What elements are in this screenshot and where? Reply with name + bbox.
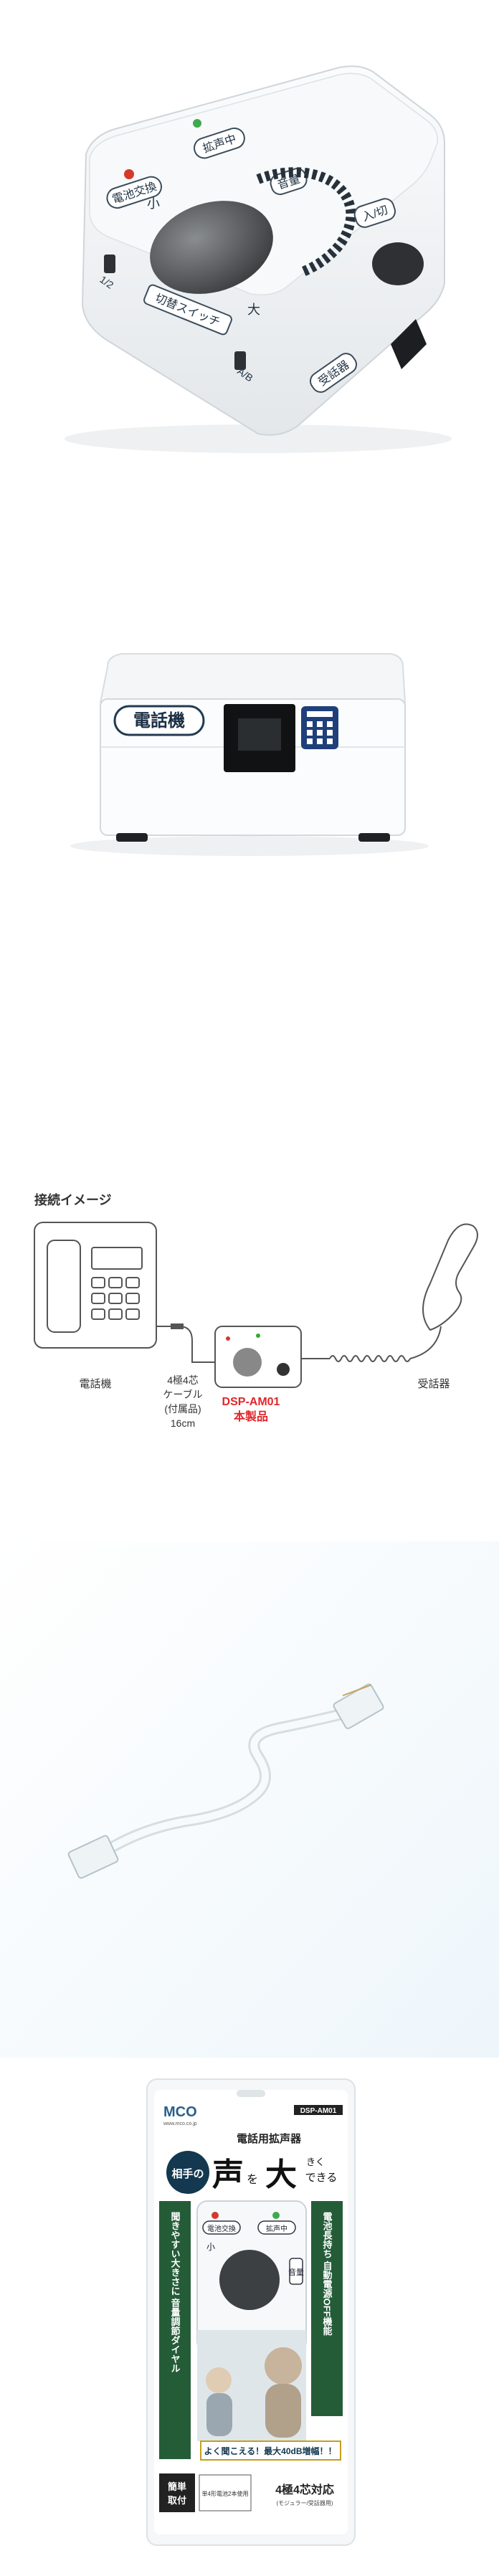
right-feature-band: [311, 2201, 343, 2416]
model-caption: DSP-AM01: [222, 1396, 280, 1408]
receiver-jack: [391, 319, 427, 369]
headline-part-6: できる: [305, 2172, 338, 2184]
product-photo-top: 電池交換 拡声中 音量 小 大 切替スイッチ 1/2 A/B 入/切: [0, 0, 499, 495]
package-device-battery: 電池交換: [207, 2224, 236, 2233]
brand-url: www.mco.co.jp: [163, 2121, 197, 2126]
easy-label-2: 取付: [168, 2495, 186, 2506]
connection-diagram: 接続イメージ 電話機 4極4芯 ケーブル (付属品) 16cm DSP-AM01…: [0, 1025, 499, 1541]
phone-label-badge: [113, 705, 205, 736]
brand-logo: MCO: [163, 2104, 197, 2120]
amplifier-top-illustration: 電池交換 拡声中 音量 小 大 切替スイッチ 1/2 A/B 入/切: [65, 65, 452, 453]
volume-knob[interactable]: [138, 186, 285, 309]
package-device-amp: 拡声中: [266, 2224, 287, 2233]
headline-part-2: 声: [212, 2157, 244, 2192]
package-promo: よく聞こえる！最大40dB増幅！！: [204, 2446, 337, 2456]
phone-caption: 電話機: [79, 1378, 111, 1390]
diagram-title: 接続イメージ: [34, 1192, 112, 1207]
amplifier-icon: [214, 1326, 302, 1388]
package-device-vol: 音量: [288, 2267, 304, 2277]
receiver-caption: 受話器: [417, 1378, 450, 1390]
product-photo-rear: 電話機: [0, 495, 499, 1025]
coil-cord: [329, 1355, 411, 1362]
cable-caption-3: (付属品): [164, 1403, 201, 1415]
battery-led-icon: [124, 169, 134, 179]
amplifier-rear-illustration: 電話機: [70, 653, 429, 856]
cable-caption-4: 16cm: [171, 1417, 195, 1429]
large-mark: 大: [247, 303, 260, 317]
cable-caption-1: 4極4芯: [167, 1374, 199, 1386]
package-category: 電話用拡声器: [237, 2132, 302, 2145]
product-caption: 本製品: [234, 1410, 268, 1423]
telephone-keypad-icon: [301, 706, 338, 749]
package-photo: MCO www.mco.co.jp DSP-AM01 電話用拡声器 相手の 声 …: [0, 2058, 499, 2576]
headline-badge: [166, 2151, 209, 2194]
handset-icon: [422, 1223, 478, 1331]
cable-caption-2: ケーブル: [163, 1389, 202, 1400]
telephone-icon: [34, 1222, 157, 1349]
package-model-tag: DSP-AM01: [300, 2107, 337, 2115]
bottom-spec-sub: (モジュラー/受話器用): [277, 2499, 333, 2506]
modular-plug-left: [67, 1835, 119, 1879]
switch-left[interactable]: [104, 255, 115, 273]
phone-label: 電話機: [133, 710, 185, 731]
package-device-small: 小: [206, 2242, 215, 2252]
easy-label-1: 簡単: [167, 2481, 186, 2492]
switch-right[interactable]: [234, 351, 246, 370]
cable-line: [156, 1326, 215, 1363]
headline-part-4: 大: [265, 2157, 297, 2192]
headline-part-1: 相手の: [171, 2167, 204, 2180]
modular-plug-right: [333, 1683, 384, 1729]
cable-photo: [0, 1541, 499, 2058]
right-feature-text: 電池長持ち 自動電源OFF機能: [322, 2212, 333, 2337]
power-label: 入/切: [353, 198, 396, 228]
small-mark: 小: [147, 196, 160, 211]
amplify-led-icon: [193, 119, 201, 128]
headline-part-3: を: [247, 2173, 258, 2186]
left-feature-band: [159, 2201, 191, 2459]
left-feature-text: 聞きやすい大きさに 音量調節ダイヤル: [170, 2212, 181, 2373]
bottom-spec: 4極4芯対応: [275, 2483, 334, 2496]
spec-box: 単4形電池2本使用: [202, 2490, 249, 2497]
flat-cable: [104, 1710, 348, 1853]
power-button[interactable]: [372, 242, 424, 285]
headline-part-5: きく: [306, 2157, 325, 2167]
